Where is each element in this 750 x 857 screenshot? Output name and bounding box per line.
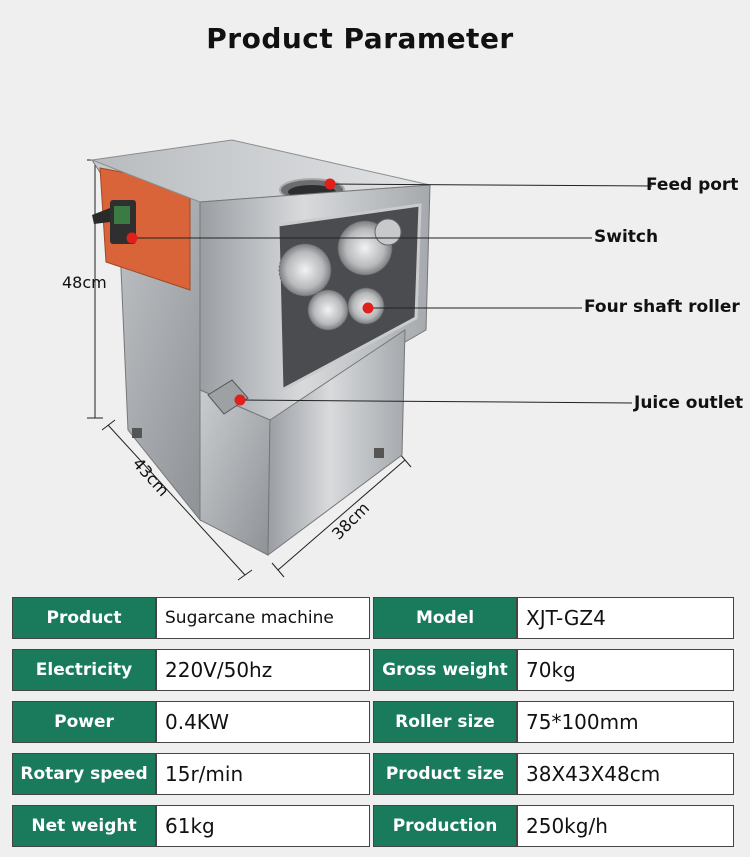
spec-value: 250kg/h (517, 805, 734, 847)
spec-row: Power 0.4KW Roller size 75*100mm (12, 701, 734, 743)
spec-value: Sugarcane machine (156, 597, 370, 639)
spec-label: Model (373, 597, 517, 639)
callout-feed-port: Feed port (646, 175, 739, 195)
spec-value: 75*100mm (517, 701, 734, 743)
spec-row: Electricity 220V/50hz Gross weight 70kg (12, 649, 734, 691)
spec-table: Product Sugarcane machine Model XJT-GZ4 … (12, 597, 734, 857)
roller-dot (362, 302, 374, 314)
juice-outlet-dot (234, 394, 246, 406)
spec-row: Rotary speed 15r/min Product size 38X43X… (12, 753, 734, 795)
spec-label: Product size (373, 753, 517, 795)
spec-value: 70kg (517, 649, 734, 691)
spec-label: Net weight (12, 805, 156, 847)
feed-port-dot (324, 178, 336, 190)
spec-value: 220V/50hz (156, 649, 370, 691)
callout-lines (132, 183, 653, 404)
spec-label: Product (12, 597, 156, 639)
callout-four-shaft-roller: Four shaft roller (584, 297, 740, 317)
spec-value: XJT-GZ4 (517, 597, 734, 639)
callout-juice-outlet: Juice outlet (634, 393, 744, 413)
dimension-height: 48cm (62, 273, 107, 292)
spec-value: 15r/min (156, 753, 370, 795)
callout-switch: Switch (594, 227, 659, 247)
spec-value: 0.4KW (156, 701, 370, 743)
spec-value: 38X43X48cm (517, 753, 734, 795)
spec-label: Gross weight (373, 649, 517, 691)
juice-outlet-spout (207, 379, 249, 415)
spec-label: Production (373, 805, 517, 847)
page-title: Product Parameter (206, 22, 514, 55)
roller-gear (278, 243, 332, 297)
spec-label: Electricity (12, 649, 156, 691)
machine-illustration (87, 139, 653, 581)
spec-label: Power (12, 701, 156, 743)
spec-label: Roller size (373, 701, 517, 743)
spec-row: Net weight 61kg Production 250kg/h (12, 805, 734, 847)
spec-label: Rotary speed (12, 753, 156, 795)
spec-row: Product Sugarcane machine Model XJT-GZ4 (12, 597, 734, 639)
switch-dot (126, 232, 138, 244)
spec-value: 61kg (156, 805, 370, 847)
